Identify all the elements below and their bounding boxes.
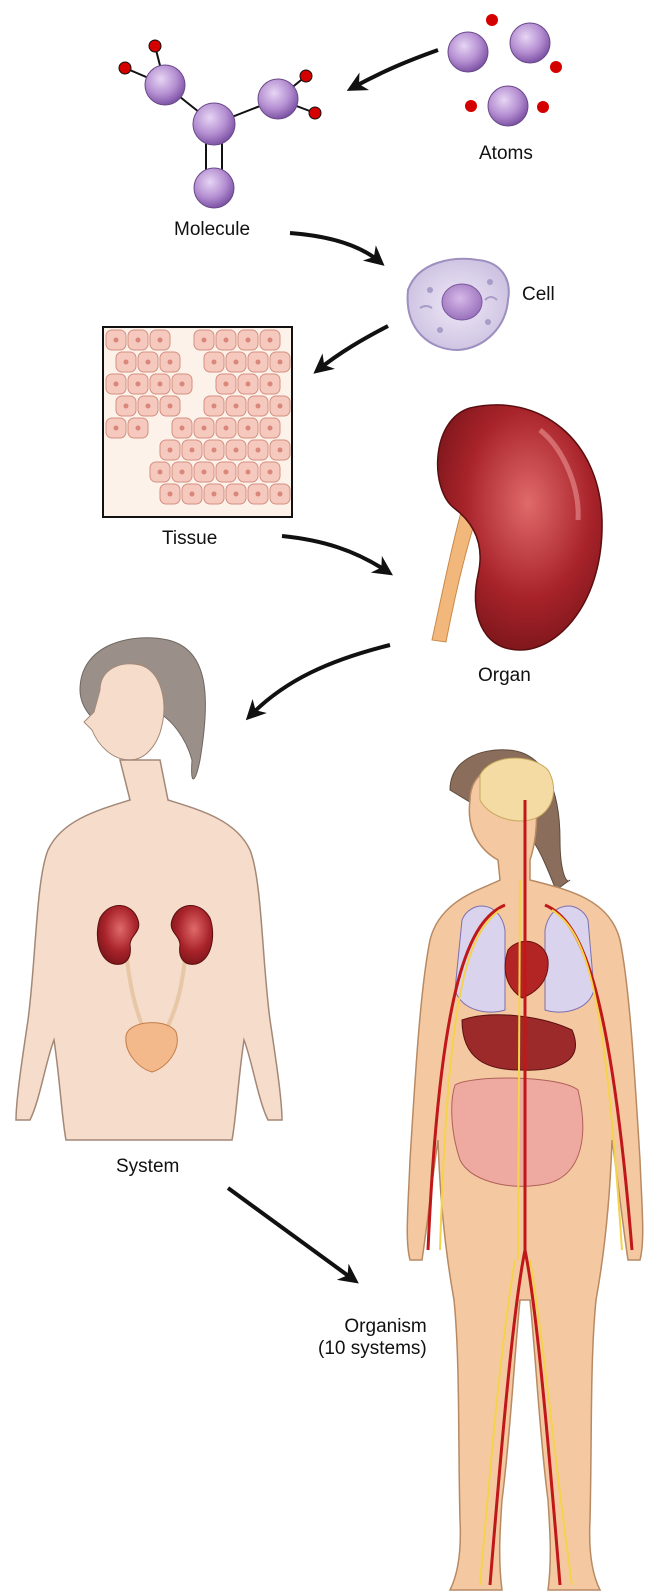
tissue-cell-nucleus: [268, 426, 273, 431]
label-atoms: Atoms: [479, 143, 533, 165]
tissue-cell-nucleus: [212, 492, 217, 497]
tissue-cell-nucleus: [224, 382, 229, 387]
tissue-cell-nucleus: [234, 448, 239, 453]
tissue-cell-nucleus: [224, 338, 229, 343]
electron: [309, 107, 321, 119]
electron: [300, 70, 312, 82]
tissue-cell-nucleus: [212, 448, 217, 453]
label-organism: Organism (10 systems): [330, 1316, 427, 1360]
tissue-cell-nucleus: [190, 492, 195, 497]
arrow-tissue-to-organ: [282, 536, 388, 572]
organ-kidney-illustration: [432, 405, 602, 650]
label-organism-line1: Organism: [330, 1316, 427, 1338]
tissue-cell-nucleus: [136, 338, 141, 343]
arrow-atoms-to-molecule: [352, 50, 438, 88]
tissue-cell-nucleus: [202, 338, 207, 343]
tissue-cell-nucleus: [180, 382, 185, 387]
tissue-cell-nucleus: [256, 360, 261, 365]
atom: [510, 23, 550, 63]
molecule-illustration: [119, 40, 321, 208]
tissue-cell-nucleus: [180, 470, 185, 475]
label-molecule: Molecule: [174, 219, 250, 241]
arrow-organ-to-system: [250, 645, 390, 716]
tissue-cell-nucleus: [246, 338, 251, 343]
tissue-cell-nucleus: [268, 382, 273, 387]
tissue-cell-nucleus: [190, 448, 195, 453]
atom: [145, 65, 185, 105]
label-organism-line2: (10 systems): [318, 1338, 427, 1360]
arrow-system-to-organism: [228, 1188, 354, 1280]
atom: [194, 168, 234, 208]
tissue-cell-nucleus: [234, 360, 239, 365]
label-cell: Cell: [522, 284, 555, 306]
tissue-cell-nucleus: [168, 360, 173, 365]
atoms-illustration: [448, 14, 562, 126]
tissue-cell-nucleus: [114, 426, 119, 431]
tissue-cell-nucleus: [278, 404, 283, 409]
electron: [149, 40, 161, 52]
tissue-cell-nucleus: [246, 470, 251, 475]
system-illustration: [16, 638, 282, 1140]
arrow-cell-to-tissue: [318, 326, 388, 370]
atom: [258, 79, 298, 119]
tissue-cell-nucleus: [124, 360, 129, 365]
tissue-cell-nucleus: [256, 492, 261, 497]
tissue-cell-nucleus: [256, 448, 261, 453]
electron: [550, 61, 562, 73]
electron: [537, 101, 549, 113]
label-system: System: [116, 1156, 179, 1178]
tissue-cell-nucleus: [268, 470, 273, 475]
tissue-cell-nucleus: [158, 382, 163, 387]
tissue-cell-nucleus: [114, 382, 119, 387]
tissue-cell-nucleus: [268, 338, 273, 343]
electron: [119, 62, 131, 74]
arrow-molecule-to-cell: [290, 233, 380, 262]
tissue-cell-nucleus: [158, 470, 163, 475]
tissue-cell-nucleus: [212, 360, 217, 365]
label-tissue: Tissue: [162, 528, 217, 550]
tissue-cell-nucleus: [168, 492, 173, 497]
tissue-cell-nucleus: [180, 426, 185, 431]
tissue-cell-nucleus: [202, 426, 207, 431]
tissue-cell-nucleus: [278, 448, 283, 453]
tissue-cell-nucleus: [124, 404, 129, 409]
tissue-cell-nucleus: [246, 426, 251, 431]
tissue-cell-nucleus: [146, 360, 151, 365]
tissue-cell-nucleus: [136, 382, 141, 387]
organism-illustration: [407, 750, 642, 1590]
tissue-cell-nucleus: [158, 338, 163, 343]
electron: [486, 14, 498, 26]
tissue-cell-nucleus: [256, 404, 261, 409]
cell-illustration: [408, 259, 509, 350]
tissue-cell-nucleus: [168, 448, 173, 453]
tissue-cell-nucleus: [224, 470, 229, 475]
atom: [488, 86, 528, 126]
atom: [448, 32, 488, 72]
tissue-cell-nucleus: [136, 426, 141, 431]
tissue-illustration: [103, 327, 292, 517]
tissue-cell-nucleus: [146, 404, 151, 409]
electron: [465, 100, 477, 112]
tissue-cell-nucleus: [202, 470, 207, 475]
tissue-cell-nucleus: [278, 360, 283, 365]
tissue-cell-nucleus: [212, 404, 217, 409]
tissue-cell-nucleus: [234, 404, 239, 409]
tissue-cell-nucleus: [224, 426, 229, 431]
label-organ: Organ: [478, 665, 531, 687]
tissue-cell-nucleus: [168, 404, 173, 409]
tissue-cell-nucleus: [278, 492, 283, 497]
tissue-cell-nucleus: [246, 382, 251, 387]
atom: [193, 103, 235, 145]
tissue-cell-nucleus: [234, 492, 239, 497]
tissue-cell-nucleus: [114, 338, 119, 343]
